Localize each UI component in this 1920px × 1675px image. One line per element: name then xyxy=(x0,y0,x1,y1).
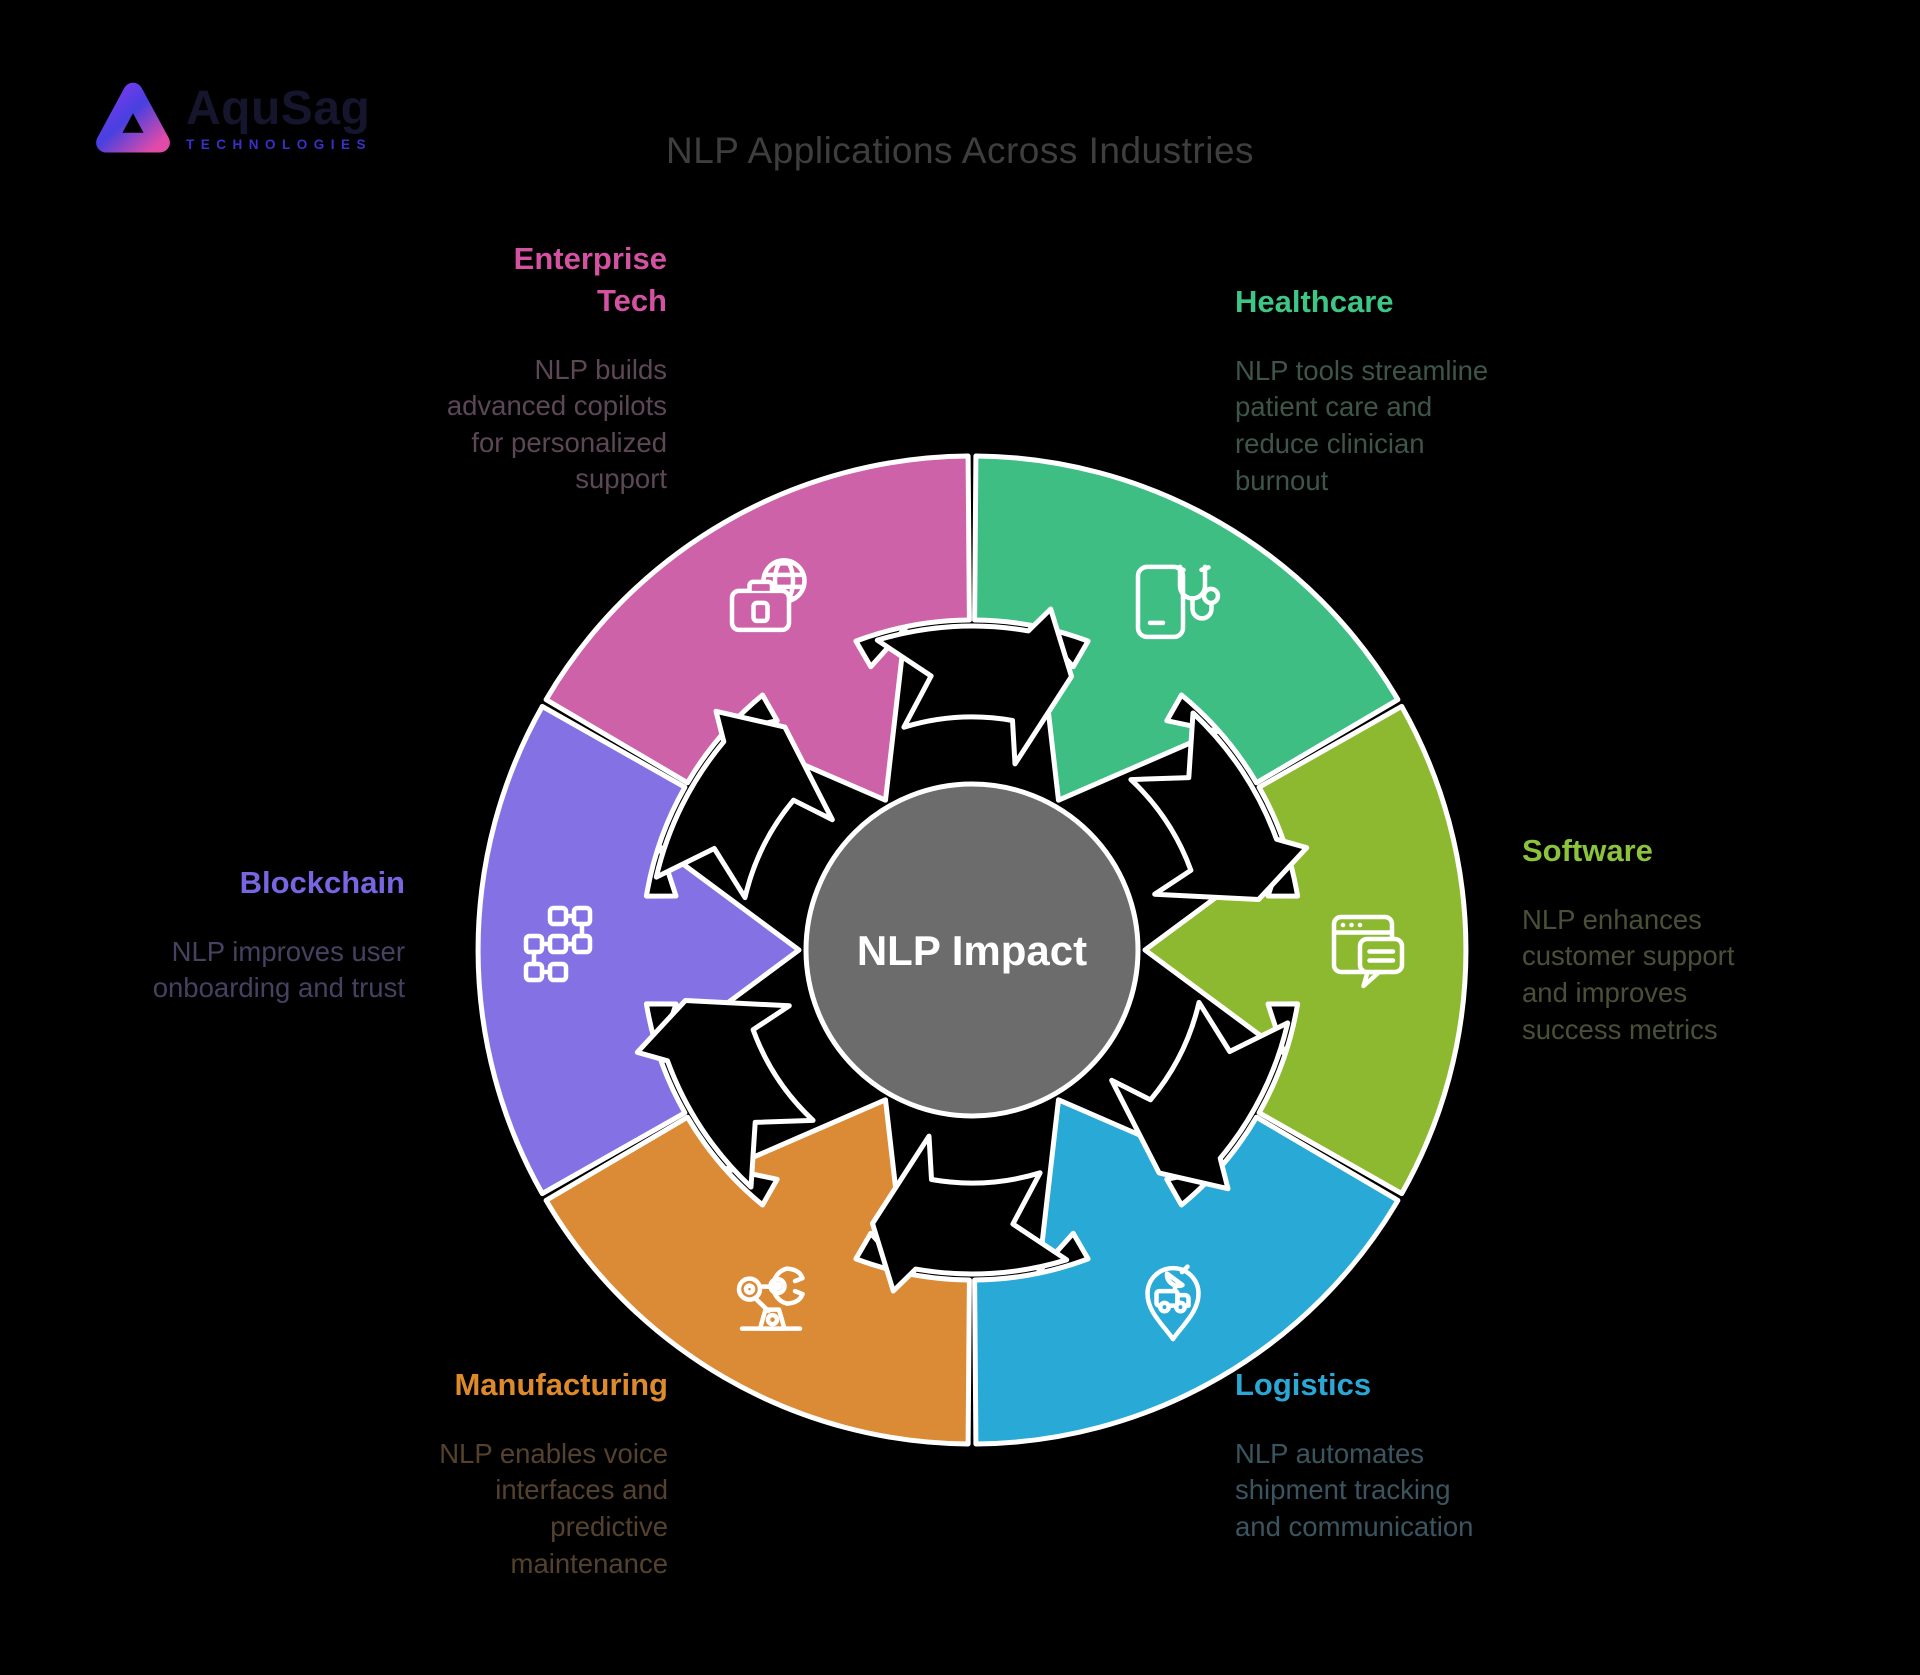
section-manufacturing: Manufacturing NLP enables voice interfac… xyxy=(318,1364,668,1582)
section-healthcare: Healthcare NLP tools streamline patient … xyxy=(1235,281,1615,499)
rotation-arrow-icon xyxy=(634,998,816,1190)
center-label: NLP Impact xyxy=(857,927,1087,974)
rotation-arrow-icon xyxy=(653,708,835,901)
section-description: NLP tools streamline patient care and re… xyxy=(1235,354,1489,496)
section-description: NLP enhances customer support and improv… xyxy=(1522,903,1735,1045)
section-title: Healthcare xyxy=(1235,284,1394,319)
logo-text: AquSag TECHNOLOGIES xyxy=(186,81,373,152)
logo-name: AquSag xyxy=(186,81,371,135)
section-software: Software NLP enhances customer support a… xyxy=(1522,830,1882,1048)
center-circle xyxy=(803,781,1141,1119)
briefcase-globe-icon xyxy=(729,558,807,633)
logo-subtitle: TECHNOLOGIES xyxy=(186,136,373,152)
rotation-arrow-icon xyxy=(1128,710,1310,902)
section-logistics: Logistics NLP automates shipment trackin… xyxy=(1235,1364,1635,1546)
logo: AquSag TECHNOLOGIES xyxy=(92,80,372,156)
robot-arm-icon xyxy=(736,1266,805,1331)
section-description: NLP enables voice interfaces and predict… xyxy=(439,1437,668,1579)
segment-software xyxy=(1142,703,1469,1197)
segment-blockchain xyxy=(475,703,802,1197)
browser-chat-icon xyxy=(1331,914,1405,989)
rotation-arrow-icon xyxy=(870,1133,1070,1294)
section-title: Manufacturing xyxy=(454,1367,668,1402)
rotation-arrow-icon xyxy=(1109,999,1291,1192)
section-enterprise-tech: Enterprise Tech NLP builds advanced copi… xyxy=(362,238,667,498)
section-description: NLP improves user onboarding and trust xyxy=(152,935,405,1004)
tablet-stethoscope-icon xyxy=(1135,564,1221,640)
logo-mark-icon xyxy=(96,82,170,153)
blockchain-nodes-icon xyxy=(523,905,593,983)
section-title: Enterprise Tech xyxy=(513,241,667,318)
section-title: Blockchain xyxy=(239,865,405,900)
section-title: Logistics xyxy=(1235,1367,1372,1402)
pin-truck-icon xyxy=(1145,1264,1201,1342)
section-title: Software xyxy=(1522,833,1653,868)
rotation-arrow-icon xyxy=(874,606,1074,767)
segment-manufacturing xyxy=(543,1097,972,1447)
segment-healthcare xyxy=(972,453,1401,803)
section-description: NLP builds advanced copilots for persona… xyxy=(446,353,667,495)
section-blockchain: Blockchain NLP improves user onboarding … xyxy=(60,862,405,1007)
section-description: NLP automates shipment tracking and comm… xyxy=(1235,1437,1474,1542)
page-title: NLP Applications Across Industries xyxy=(665,130,1255,171)
